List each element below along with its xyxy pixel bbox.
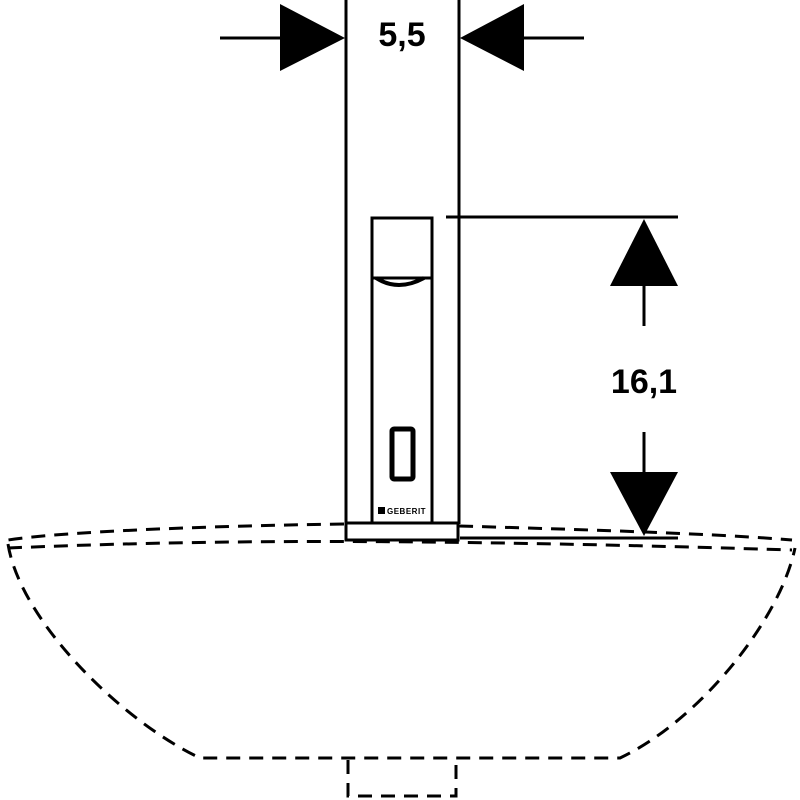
- height-arrow-top-head: [610, 219, 678, 286]
- faucet: GEBERIT: [344, 216, 460, 542]
- height-dimension-label: 16,1: [611, 363, 677, 401]
- washbasin-rim-top-right: [458, 524, 793, 542]
- faucet-body: [370, 216, 434, 523]
- geberit-logo: GEBERIT: [378, 507, 426, 516]
- faucet-sensor-window: [389, 426, 416, 482]
- washbasin-drain: [346, 760, 458, 798]
- faucet-base-plate: [344, 521, 460, 542]
- washbasin-outline: [6, 522, 797, 798]
- height-dimension: 16,1: [446, 215, 678, 540]
- width-arrow-left-head: [280, 4, 345, 71]
- width-dimension-label: 5,5: [378, 16, 425, 54]
- geberit-logo-mark: [378, 507, 385, 514]
- geberit-logo-text: GEBERIT: [387, 507, 426, 516]
- washbasin-rim-inner: [7, 540, 793, 552]
- width-arrow-right-head: [460, 4, 524, 71]
- height-arrow-bottom-head: [610, 472, 678, 536]
- width-dimension: 5,5: [220, 0, 584, 524]
- washbasin-bowl: [6, 543, 797, 760]
- faucet-outlet-shape: [374, 276, 425, 287]
- washbasin-rim-top: [7, 522, 345, 542]
